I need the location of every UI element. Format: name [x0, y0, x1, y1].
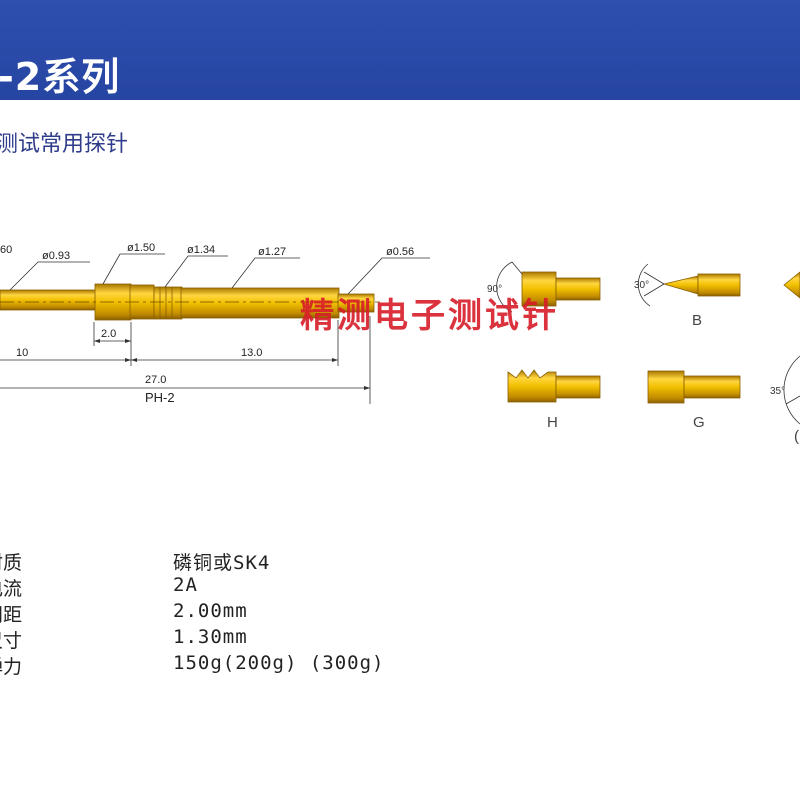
tip-style-35: 35°	[770, 355, 800, 425]
spec-label: 间距	[0, 604, 23, 626]
spec-value: 150g(200g) (300g)	[173, 652, 385, 674]
dim-diameter-134: ø1.34	[187, 244, 215, 256]
spec-label: 弹力	[0, 656, 23, 678]
probe-tail	[337, 293, 375, 313]
tip-angle-35: 35°	[770, 386, 785, 397]
model-label: PH-2	[145, 390, 175, 405]
page-subtitle: 测试常用探针	[0, 132, 129, 157]
spec-value: 2.00mm	[173, 600, 248, 622]
tip-label-h: H	[547, 414, 558, 431]
watermark-text: 精测电子测试针	[300, 296, 559, 336]
probe-barrel	[180, 287, 340, 319]
probe-crimp-2	[153, 286, 183, 320]
spec-value: 1.30mm	[173, 626, 248, 648]
tip-style-g	[647, 370, 741, 404]
header-banner: -2系列	[0, 0, 800, 100]
tip-style-h	[507, 369, 601, 403]
dim-diameter-127: ø1.27	[258, 246, 286, 258]
dim-length-10: 10	[16, 347, 28, 359]
spec-label: 材质	[0, 552, 23, 574]
spec-label: 尺寸	[0, 630, 23, 652]
tip-label-right: (	[794, 428, 799, 445]
dim-length-2: 2.0	[101, 328, 116, 340]
dim-diameter-150: ø1.50	[127, 242, 155, 254]
tip-label-b: B	[692, 312, 703, 329]
dimension-arrows	[94, 339, 370, 390]
probe-plunger	[0, 289, 97, 311]
probe-body	[0, 283, 380, 321]
spec-value: 2A	[173, 574, 198, 596]
dim-diameter-056: ø0.56	[386, 246, 414, 258]
tip-b-angle: 30°	[634, 280, 649, 291]
dimension-leaders	[9, 253, 430, 295]
dim-diameter-093: ø0.93	[42, 250, 70, 262]
tip-label-g: G	[693, 414, 705, 431]
tip-style-flat: 90°	[487, 261, 601, 313]
dim-length-27: 27.0	[145, 374, 166, 386]
tip-style-b: 30°	[634, 263, 741, 307]
dimension-lines	[0, 316, 371, 404]
spec-value: 磷铜或SK4	[173, 552, 271, 574]
spec-label: 电流	[0, 578, 23, 600]
tip-angle-90: 90°	[487, 284, 502, 295]
dim-length-13: 13.0	[241, 347, 262, 359]
series-title: -2系列	[0, 55, 121, 99]
tip-style-crown-edge	[783, 271, 800, 299]
dim-diameter-left: 60	[0, 244, 12, 256]
